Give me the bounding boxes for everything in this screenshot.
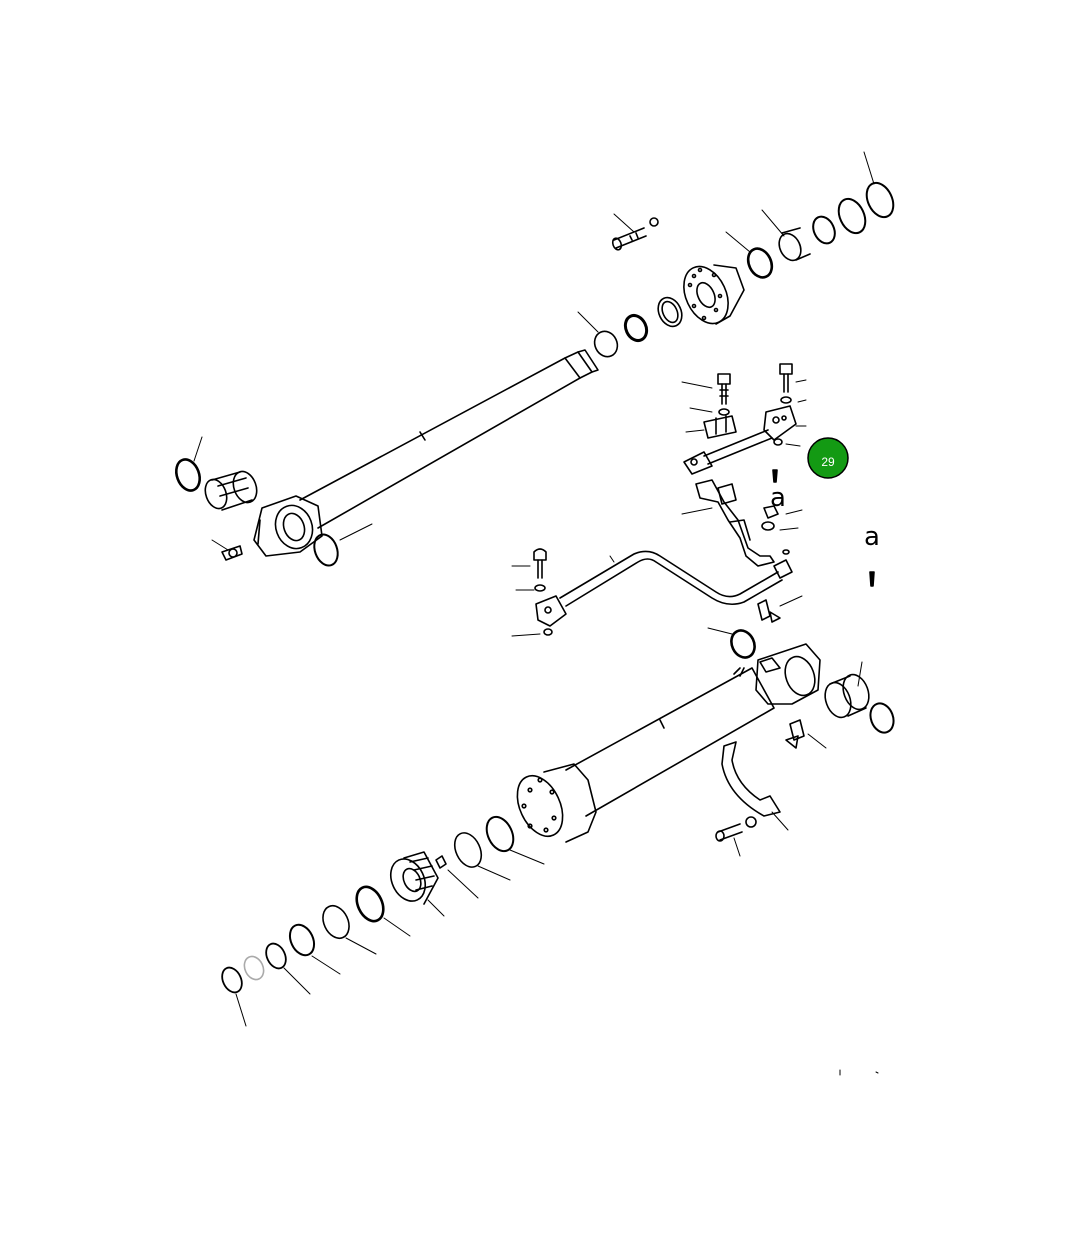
piston-set-screw [435, 855, 479, 899]
head-bushing [761, 209, 811, 262]
bottom-grease-fitting [785, 719, 827, 749]
band-clamp-bolt [715, 816, 757, 857]
upper-piston-rod [299, 349, 599, 529]
rod-packing [623, 313, 649, 343]
piston [389, 851, 445, 917]
pipe-band-clamp [721, 741, 789, 831]
support-bracket [681, 479, 775, 567]
detail-marker-upper: a [770, 483, 786, 513]
rod-seal-ring [577, 311, 619, 358]
hydraulic-pipe [559, 550, 793, 607]
detail-marker-right: a [864, 522, 880, 552]
right-detail-arrow [869, 571, 875, 587]
bottom-snap-ring [869, 702, 895, 734]
upper-right-snap-ring [313, 523, 373, 567]
cylinder-bottom-end [755, 643, 821, 705]
upper-rod-eye [253, 495, 323, 557]
tube-bracket-clamp [763, 405, 807, 447]
piston-backup-ring [288, 923, 341, 975]
cylinder-tube [565, 667, 775, 817]
piston-retainer-ring [221, 966, 247, 1027]
upper-rod-bushing [204, 470, 258, 511]
callout-circle[interactable] [807, 437, 849, 479]
upper-left-snap-ring [175, 436, 203, 492]
bottom-bushing [824, 661, 870, 719]
piston-seal [355, 885, 411, 937]
o-ring-large [837, 197, 867, 235]
callout-number[interactable]: 29 [821, 455, 835, 469]
piston-wear-ring-2 [453, 832, 511, 881]
clamp-block-left [685, 415, 737, 439]
pipe-flange-bolts [511, 548, 553, 637]
upper-detail-arrow [772, 469, 778, 483]
clamp-bolt-right [779, 363, 807, 404]
rod-dust-seal [657, 296, 683, 328]
cylinder-head [683, 264, 745, 325]
cylinder-tube-flange [516, 763, 597, 843]
bracket-nut-washer [761, 505, 803, 555]
piston-cushion-ring [265, 942, 311, 995]
piston-nut [243, 955, 265, 981]
pipe-flange [535, 595, 567, 627]
part-callout-29[interactable]: 29 [807, 437, 849, 479]
snap-ring-large [863, 151, 895, 219]
head-bolt [611, 213, 659, 251]
upper-grease-fitting [211, 539, 243, 561]
pipe-elbow-fitting [757, 595, 803, 623]
clamp-bolt-left [681, 373, 731, 416]
piston-wear-ring-1 [485, 815, 545, 865]
piston-ring [322, 904, 377, 955]
head-o-ring [725, 231, 774, 279]
backup-ring [812, 215, 836, 245]
clamp-tube [683, 429, 773, 475]
pipe-o-ring [707, 627, 756, 659]
